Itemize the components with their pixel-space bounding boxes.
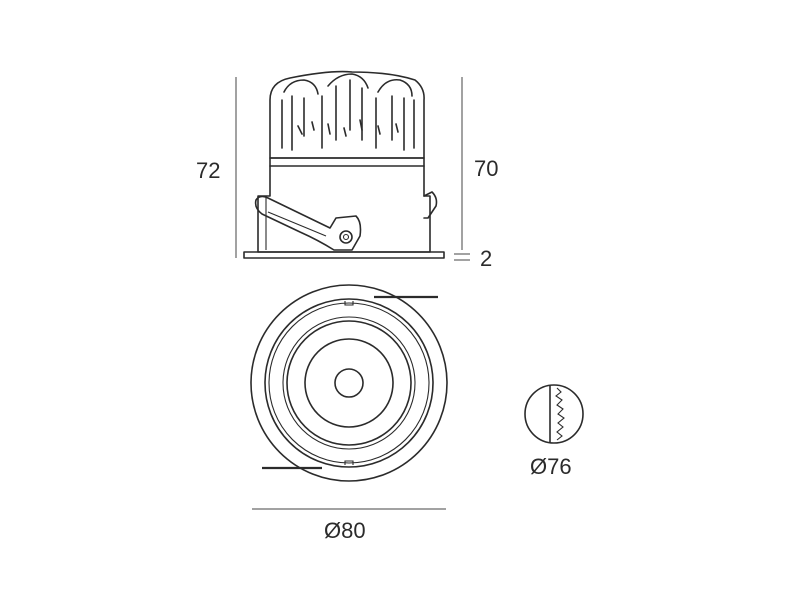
dimension-flange-thickness: 2 (454, 246, 492, 271)
heatsink-base (269, 157, 425, 167)
dimension-outer-diameter: Ø80 (252, 508, 446, 543)
body-height-label: 70 (474, 156, 498, 181)
reflector (304, 338, 394, 428)
outer-ring (250, 284, 448, 482)
cutout-diameter-label: Ø76 (530, 454, 572, 479)
dimension-total-height: 72 (196, 77, 237, 258)
spring-clip-right (423, 191, 438, 219)
cutout-detail (524, 384, 584, 444)
spring-lever (254, 195, 362, 251)
outer-diameter-label: Ø80 (324, 518, 366, 543)
total-height-label: 72 (196, 158, 220, 183)
dimension-body-height: 70 (461, 77, 498, 250)
led-lens (334, 368, 364, 398)
flange-thickness-label: 2 (480, 246, 492, 271)
side-view (243, 70, 445, 259)
heatsink-fins (269, 70, 425, 159)
front-view (250, 284, 448, 482)
flange (243, 251, 445, 259)
